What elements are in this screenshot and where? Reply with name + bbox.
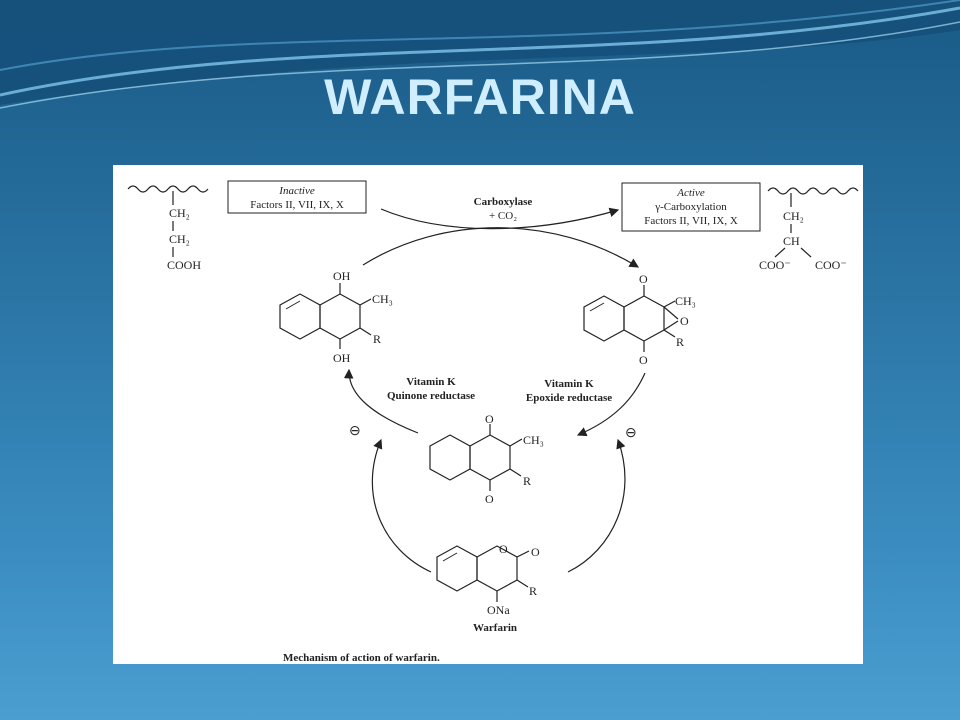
epoxide-reductase-arrow	[576, 372, 646, 437]
quinone-reductase-line2: Quinone reductase	[387, 390, 475, 402]
hq-methyl-bond	[359, 298, 372, 306]
hq-methyl: CH₃	[372, 292, 393, 306]
vitamin-k-hydroquinone: OH OH CH₃ R	[279, 269, 393, 365]
hq-second-ring	[319, 293, 361, 340]
ep-methyl: CH₃	[675, 294, 696, 308]
w-benzene-inner	[442, 552, 458, 562]
header-swoosh-faint	[0, 0, 960, 71]
active-reaction: γ-Carboxylation	[654, 201, 727, 213]
right-bond-3b	[800, 247, 812, 258]
w-carbonyl-bond	[516, 550, 530, 558]
inactive-box-border	[227, 180, 367, 214]
quinone-reductase-arrow	[343, 368, 419, 434]
quinone-reductase-line1: Vitamin K	[406, 376, 456, 388]
epoxide-reductase-line1: Vitamin K	[544, 378, 594, 390]
warfarin-structure: O O R ONa Warfarin	[436, 542, 540, 634]
slide-title: WARFARINA	[324, 69, 636, 125]
q-o-top: O	[485, 412, 494, 426]
epoxide-reductase-line2: Epoxide reductase	[526, 392, 612, 404]
ep-o-bottom: O	[639, 353, 648, 367]
vitamin-k-quinone: O O CH₃ R	[429, 412, 544, 506]
ep-epoxide-bond-b	[663, 320, 679, 331]
ep-methyl-bond	[663, 300, 676, 308]
carboxylase-arrow	[380, 207, 620, 230]
left-ch2-bottom: CH₂	[169, 232, 190, 246]
ep-o-epoxide: O	[680, 314, 689, 328]
warfarin-inhibit-right-arrow	[567, 438, 626, 573]
inhibition-symbol-left: ⊖	[349, 424, 361, 439]
hq-benzene-ring	[279, 293, 321, 340]
vitamin-k-epoxide: O O O CH₃ R	[583, 272, 696, 367]
ep-r: R	[676, 335, 684, 349]
left-cooh: COOH	[167, 258, 201, 272]
inactive-heading: Inactive	[278, 185, 315, 197]
hq-oh-top: OH	[333, 269, 351, 283]
q-quinone-ring	[469, 434, 511, 481]
right-ch2: CH₂	[783, 209, 804, 223]
ep-o-top: O	[639, 272, 648, 286]
hq-r: R	[373, 332, 381, 346]
warfarin-inhibit-left-arrow	[371, 438, 432, 573]
ep-second-ring	[623, 295, 665, 342]
right-backbone-wavy	[767, 187, 859, 195]
right-gla-chain: CH₂ CH COO⁻ COO⁻	[759, 187, 859, 272]
carboxylase-cofactor: + CO₂	[489, 210, 517, 222]
q-methyl: CH₃	[523, 433, 544, 447]
hq-r-bond	[359, 327, 372, 336]
oxidation-arrow	[362, 227, 640, 268]
right-ch: CH	[783, 234, 800, 248]
ep-epoxide-bond-a	[663, 306, 679, 320]
ep-benzene-inner	[589, 302, 605, 312]
inactive-factors: Factors II, VII, IX, X	[250, 199, 344, 211]
hq-oh-bottom: OH	[333, 351, 351, 365]
w-carbonyl-o: O	[531, 545, 540, 559]
figure-panel: CH₂ CH₂ COOH Inactive Factors II, VII, I…	[113, 165, 863, 664]
active-box-border	[621, 182, 761, 232]
w-ona: ONa	[487, 603, 510, 617]
w-r-bond	[516, 579, 529, 588]
w-lactone-ring	[476, 545, 518, 592]
hq-benzene-inner	[285, 300, 301, 310]
inhibition-symbol-right: ⊖	[625, 426, 637, 441]
w-benzene-ring	[436, 545, 478, 592]
ep-benzene-ring	[583, 295, 625, 342]
q-r-bond	[509, 468, 522, 477]
active-factors: Factors II, VII, IX, X	[644, 215, 738, 227]
header-swoosh-light	[0, 6, 960, 97]
left-backbone-wavy	[127, 185, 209, 193]
q-cyclohexane-ring	[429, 434, 471, 481]
right-coo-right: COO⁻	[815, 258, 847, 272]
q-methyl-bond	[509, 438, 523, 447]
right-bond-3a	[774, 247, 786, 258]
right-coo-left: COO⁻	[759, 258, 791, 272]
w-r: R	[529, 584, 537, 598]
figure-caption: Mechanism of action of warfarin.	[283, 652, 440, 664]
header-swoosh-thin	[0, 21, 960, 109]
inactive-factors-box: Inactive Factors II, VII, IX, X	[227, 180, 367, 214]
q-o-bottom: O	[485, 492, 494, 506]
active-heading: Active	[676, 187, 705, 199]
q-r: R	[523, 474, 531, 488]
warfarin-mechanism-diagram: CH₂ CH₂ COOH Inactive Factors II, VII, I…	[127, 180, 859, 664]
carboxylase-label: Carboxylase	[474, 196, 533, 208]
active-factors-box: Active γ-Carboxylation Factors II, VII, …	[621, 182, 761, 232]
w-label: Warfarin	[473, 622, 517, 634]
w-ring-o: O	[499, 542, 508, 556]
ep-r-bond	[663, 329, 676, 338]
left-glutamate-chain: CH₂ CH₂ COOH	[127, 185, 209, 272]
left-ch2-top: CH₂	[169, 206, 190, 220]
